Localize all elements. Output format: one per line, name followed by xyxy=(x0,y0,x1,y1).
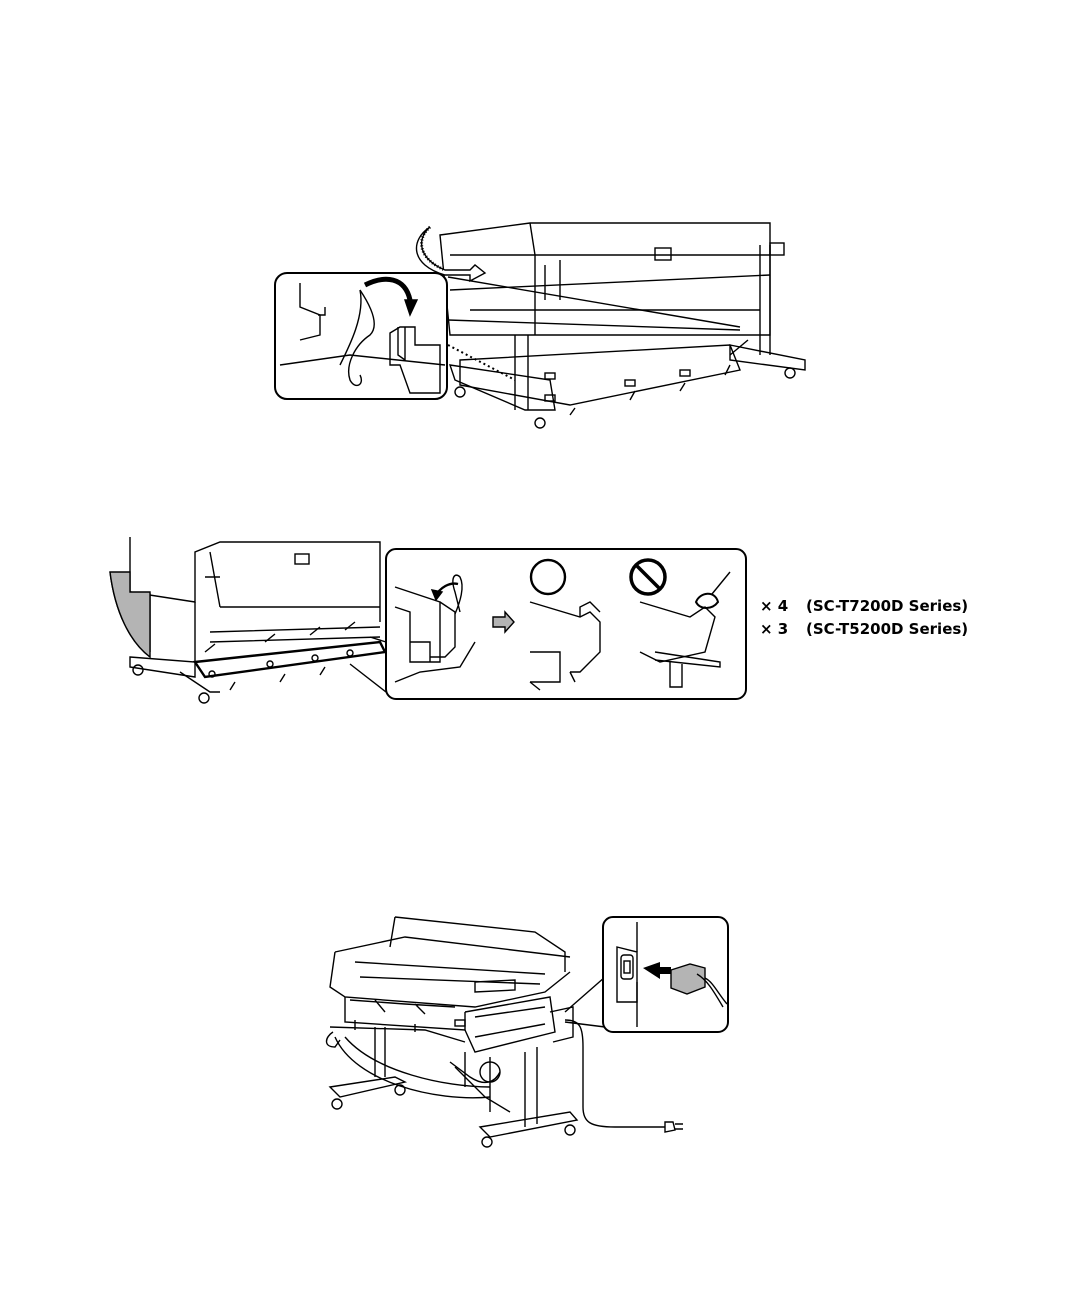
quantity-line-t7200d: × 4(SC-T7200D Series) xyxy=(760,597,968,615)
quantity-line-t5200d: × 3(SC-T5200D Series) xyxy=(760,620,968,638)
quantity-count: × 4 xyxy=(760,597,806,615)
quantity-count: × 3 xyxy=(760,620,806,638)
quantity-series: (SC-T7200D Series) xyxy=(806,597,968,615)
figure-basket-hook xyxy=(270,215,810,445)
figure-power-cable xyxy=(315,912,735,1152)
figure-hook-guide xyxy=(100,532,750,704)
quantity-series: (SC-T5200D Series) xyxy=(806,620,968,638)
